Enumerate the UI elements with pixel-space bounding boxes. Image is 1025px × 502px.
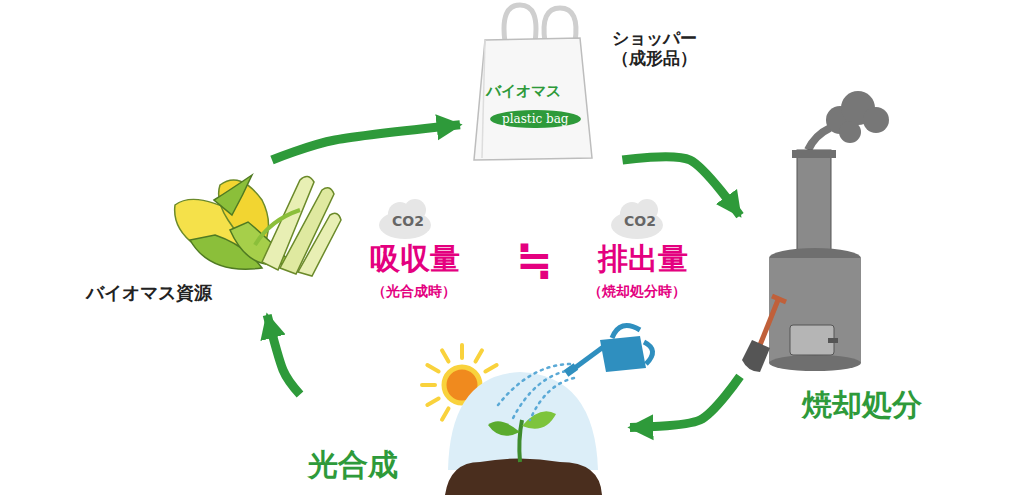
watering-can-illustration bbox=[498, 326, 653, 421]
sprout-illustration bbox=[445, 372, 602, 495]
node-label: ショッパー （成形品） bbox=[598, 28, 710, 69]
node-label: 光合成 bbox=[308, 447, 398, 483]
sun-ray bbox=[476, 350, 483, 361]
caption-text: CO2 bbox=[392, 214, 424, 229]
cycle-arrow bbox=[267, 315, 300, 395]
sun-ray bbox=[427, 399, 438, 406]
cycle-arrow bbox=[272, 125, 460, 160]
caption-text: 吸収量 bbox=[370, 242, 460, 275]
co2-cloud bbox=[379, 199, 431, 239]
cycle-arrow bbox=[622, 157, 740, 216]
caption-text: 排出量 bbox=[598, 242, 688, 275]
bag-node: バイオマス plastic bag ショッパー （成形品） bbox=[460, 0, 722, 160]
sun-ray bbox=[422, 383, 435, 387]
photosynthesis-node: 光合成 bbox=[300, 345, 630, 495]
sun-ray bbox=[442, 408, 449, 419]
node-label: 焼却処分 bbox=[802, 387, 922, 423]
caption-text: CO2 bbox=[624, 214, 656, 229]
cycle-arrow bbox=[630, 376, 740, 427]
caption-text: （焼却処分時） bbox=[588, 284, 686, 299]
incinerator-illustration bbox=[742, 91, 889, 372]
incinerator-node: 焼却処分 bbox=[740, 95, 960, 430]
approx-sign: ≒ bbox=[516, 236, 553, 284]
co2-cloud bbox=[611, 199, 663, 239]
sun-ray bbox=[460, 345, 464, 358]
node-label: バイオマス資源 bbox=[86, 282, 212, 304]
biomass-node: バイオマス資源 bbox=[80, 160, 320, 315]
sugarcane-illustration bbox=[255, 176, 341, 276]
node-label: plastic bag bbox=[490, 110, 581, 128]
sun-ray bbox=[427, 365, 438, 372]
sun-ray bbox=[485, 365, 496, 372]
caption-text: （光合成時） bbox=[372, 284, 456, 299]
bag-illustration bbox=[474, 5, 592, 160]
sun-ray bbox=[442, 350, 449, 361]
node-label: バイオマス bbox=[486, 82, 561, 100]
